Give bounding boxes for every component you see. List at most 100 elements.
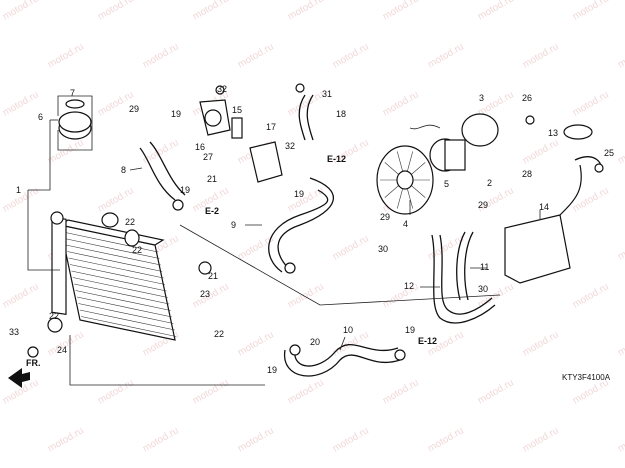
part-number-label: 1 [16,185,21,195]
clamps-and-bolts [27,83,604,361]
watermark-text: motod.ru [381,377,421,406]
cooling-fan [376,145,434,215]
part-number-label: 4 [403,219,408,229]
part-number-label: 16 [195,142,205,152]
part-labels: 1234567891011121314151617181919191919202… [9,84,614,375]
part-number-label: 22 [214,329,224,339]
part-number-label: 20 [310,337,320,347]
watermark-text: motod.ru [521,329,561,358]
thermostat-housing [199,99,283,183]
watermark-text: motod.ru [381,0,421,23]
watermark-text: motod.ru [141,41,181,70]
reference-e2: E-2 [205,206,219,216]
part-number-label: 6 [38,112,43,122]
part-number-label: 21 [208,271,218,281]
watermark-text: motod.ru [1,281,41,310]
watermark-text: motod.ru [571,281,611,310]
direction-label: FR. [26,358,41,368]
watermark-text: motod.ru [46,41,86,70]
part-number-label: 13 [548,128,558,138]
part-number-label: 19 [171,109,181,119]
watermark-text: motod.ru [381,89,421,118]
watermark-text: motod.ru [521,137,561,166]
part-number-label: 2 [487,178,492,188]
watermark-text: motod.ru [1,0,41,23]
watermark-text: motod.ru [46,137,86,166]
watermark-text: motod.ru [141,137,181,166]
watermark-text: motod.ru [331,233,371,262]
part-number-label: 24 [57,345,67,355]
part-number-label: 14 [539,202,549,212]
part-number-label: 29 [478,200,488,210]
part-number-label: 19 [180,185,190,195]
watermark-text: motod.ru [381,281,421,310]
part-number-label: 9 [231,220,236,230]
part-number-label: 18 [336,109,346,119]
watermark-text: motod.ru [141,425,181,454]
part-number-label: 27 [203,152,213,162]
leader-lines [27,119,541,386]
reference-e12-upper: E-12 [327,154,346,164]
part-number-label: 23 [200,289,210,299]
watermark-text: motod.ru [426,425,466,454]
part-number-label: 10 [343,325,353,335]
watermark-text: motod.ru [286,0,326,23]
part-number-label: 11 [480,262,489,272]
watermark-text: motod.ru [236,329,276,358]
watermark-text: motod.ru [286,185,326,214]
part-number-label: 32 [217,84,227,94]
watermark-text: motod.ru [476,377,516,406]
drawing-code: KTY3F4100A [562,373,611,382]
part-number-label: 19 [294,189,304,199]
part-number-label: 29 [380,212,390,222]
watermark-text: motod.ru [191,377,231,406]
watermark-text: motod.ru [571,89,611,118]
part-number-label: 31 [322,89,332,99]
part-number-label: 17 [266,122,276,132]
part-number-label: 3 [479,93,484,103]
radiator-cap [57,95,93,151]
watermark-text: motod.ru [286,281,326,310]
part-number-label: 22 [49,311,59,321]
watermark-text: motod.ru [96,377,136,406]
fan-motor [409,113,499,172]
watermark-text: motod.ru [96,0,136,23]
watermark-text: motod.ru [616,233,625,262]
watermark-text: motod.ru [236,41,276,70]
hoses [139,94,496,377]
watermark-text: motod.ru [286,377,326,406]
watermark-text: motod.ru [521,425,561,454]
watermark-text: motod.ru [571,0,611,23]
watermark-text: motod.ru [236,233,276,262]
watermark-text: motod.ru [331,425,371,454]
watermark-text: motod.ru [616,137,625,166]
part-number-label: 7 [70,88,75,98]
radiator-core [50,211,177,341]
part-number-label: 15 [232,105,242,115]
part-number-label: 8 [121,165,126,175]
watermark-text: motod.ru [1,89,41,118]
watermark-text: motod.ru [331,41,371,70]
watermark-text: motod.ru [236,425,276,454]
part-number-label: 32 [285,141,295,151]
part-number-label: 12 [404,281,414,291]
front-direction-arrow [8,368,30,388]
watermark-text: motod.ru [426,41,466,70]
watermark-text: motod.ru [286,89,326,118]
part-number-label: 26 [522,93,532,103]
part-number-label: 30 [478,284,488,294]
part-number-label: 19 [405,325,415,335]
watermark-text: motod.ru [616,41,625,70]
part-number-label: 5 [444,179,449,189]
part-number-label: 28 [522,169,532,179]
part-number-label: 29 [129,104,139,114]
part-number-label: 22 [125,217,135,227]
watermark-text: motod.ru [46,425,86,454]
reserve-tank [504,124,602,284]
watermark-text: motod.ru [616,329,625,358]
part-number-label: 25 [604,148,614,158]
watermark-text: motod.ru [191,0,231,23]
watermark-text: motod.ru [476,0,516,23]
part-number-label: 22 [132,245,142,255]
reference-e12-lower: E-12 [418,336,437,346]
